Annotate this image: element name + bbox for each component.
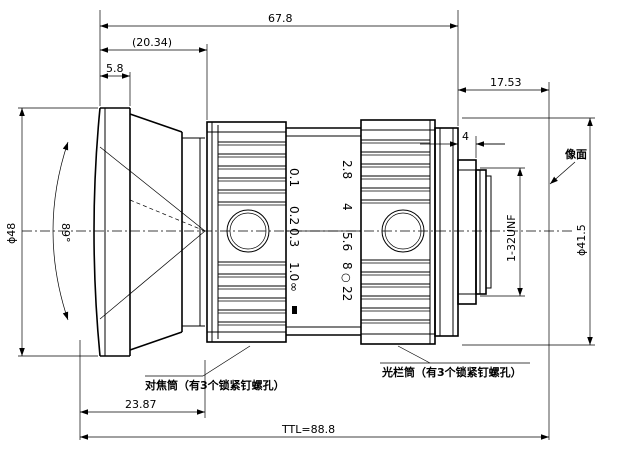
rear-body — [434, 127, 492, 337]
aperture-mark-22: 22 — [340, 286, 354, 301]
dim-mount-thread: 1-32UNF — [505, 214, 518, 262]
focus-barrel — [206, 121, 287, 343]
image-plane-label: 像面 — [565, 147, 587, 161]
aperture-mark-5.6: 5.6 — [340, 232, 354, 251]
aperture-mark-4: 4 — [340, 203, 354, 211]
focus-barrel-label: 对焦筒（有3个锁紧钉螺孔） — [145, 378, 285, 392]
dim-outer-diameter: ϕ48 — [5, 223, 18, 244]
focus-mark-0.1: 0.1 — [287, 168, 301, 187]
focus-mark-0.2: 0.2 — [287, 206, 301, 225]
focus-scale: 0.1 0.2 0.3 1.0 ∞ — [287, 168, 301, 314]
aperture-mark-8: 8 — [340, 262, 354, 270]
dim-front-step: 5.8 — [106, 62, 124, 75]
aperture-scale: 2.8 4 5.6 8 ○ 22 — [340, 160, 354, 301]
extension-lines — [18, 10, 595, 440]
iris-barrel — [360, 119, 436, 345]
dim-rear-diameter: ϕ41.5 — [575, 224, 588, 256]
dim-overall-length: 67.8 — [268, 12, 293, 25]
dim-ref-length: (20.34) — [132, 36, 172, 49]
scale-barrel — [286, 127, 361, 336]
dim-mount-offset: 4 — [462, 130, 469, 143]
focus-mark-1.0: 1.0 — [287, 262, 301, 281]
front-hood — [93, 107, 206, 357]
focus-mark-inf: ∞ — [287, 282, 301, 292]
iris-barrel-label: 光栏筒（有3个锁紧钉螺孔） — [381, 365, 522, 379]
aperture-mark-dot: ○ — [340, 273, 353, 283]
focus-mark-0.3: 0.3 — [287, 228, 301, 247]
dim-field-angle: 89° — [59, 223, 72, 243]
aperture-mark-2.8: 2.8 — [340, 160, 354, 179]
dim-back-focus: 17.53 — [490, 76, 522, 89]
dim-total-track: TTL=88.8 — [281, 423, 335, 436]
dim-front-offset: 23.87 — [125, 398, 157, 411]
